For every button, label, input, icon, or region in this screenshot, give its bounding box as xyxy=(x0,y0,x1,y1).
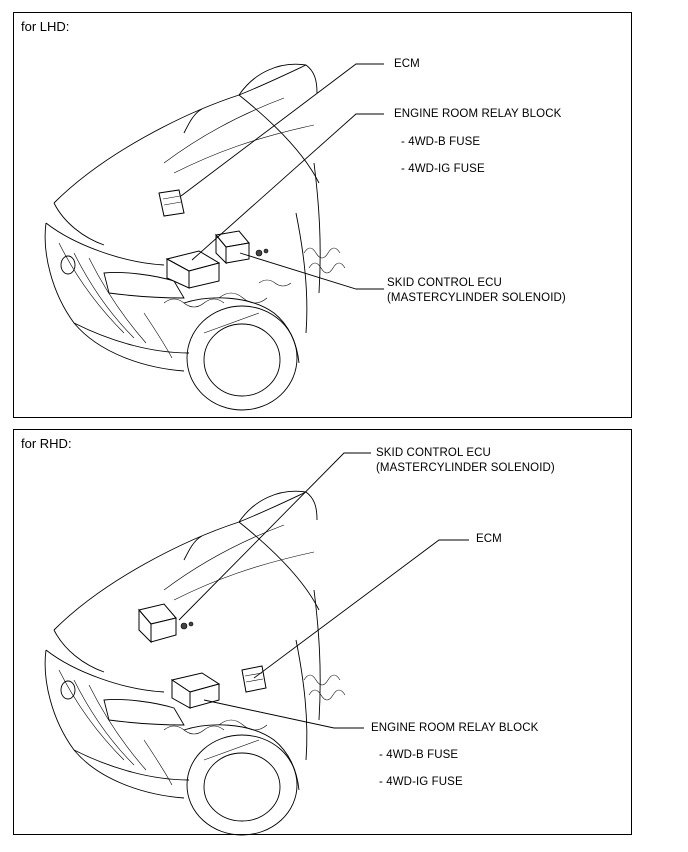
fuse-4wd-b-label: - 4WD-B FUSE xyxy=(401,136,481,148)
skid-control-ecu-label: SKID CONTROL ECU xyxy=(376,447,491,459)
fuse-4wd-ig-label: - 4WD-IG FUSE xyxy=(379,776,463,788)
vehicle-body xyxy=(44,63,346,411)
fuse-4wd-ig-label: - 4WD-IG FUSE xyxy=(401,163,485,175)
ecm-label: ECM xyxy=(394,58,420,70)
skid-control-ecu-part xyxy=(215,230,269,265)
skid-control-ecu-part xyxy=(138,603,194,644)
relay-block-part xyxy=(165,250,221,289)
relay-block-part xyxy=(170,672,221,709)
lhd-panel: for LHD: xyxy=(13,12,632,418)
rhd-panel-title: for RHD: xyxy=(21,436,72,451)
lhd-vehicle-illustration xyxy=(44,63,384,411)
skid-control-ecu-sublabel: (MASTERCYLINDER SOLENOID) xyxy=(376,462,555,474)
fuse-4wd-b-label: - 4WD-B FUSE xyxy=(379,749,459,761)
rhd-vehicle-illustration xyxy=(44,452,469,836)
relay-block-label: ENGINE ROOM RELAY BLOCK xyxy=(371,722,539,734)
lhd-leader-lines xyxy=(180,63,384,290)
ecm-part xyxy=(241,665,267,693)
relay-block-label: ENGINE ROOM RELAY BLOCK xyxy=(394,108,562,120)
skid-control-ecu-label: SKID CONTROL ECU xyxy=(387,277,502,289)
vehicle-body xyxy=(44,490,346,836)
lhd-panel-title: for LHD: xyxy=(21,19,70,34)
rhd-leader-lines xyxy=(178,452,469,729)
ecm-label: ECM xyxy=(476,533,502,545)
skid-control-ecu-sublabel: (MASTERCYLINDER SOLENOID) xyxy=(387,292,566,304)
rhd-panel: for RHD: xyxy=(13,429,632,836)
ecm-part xyxy=(158,189,185,217)
